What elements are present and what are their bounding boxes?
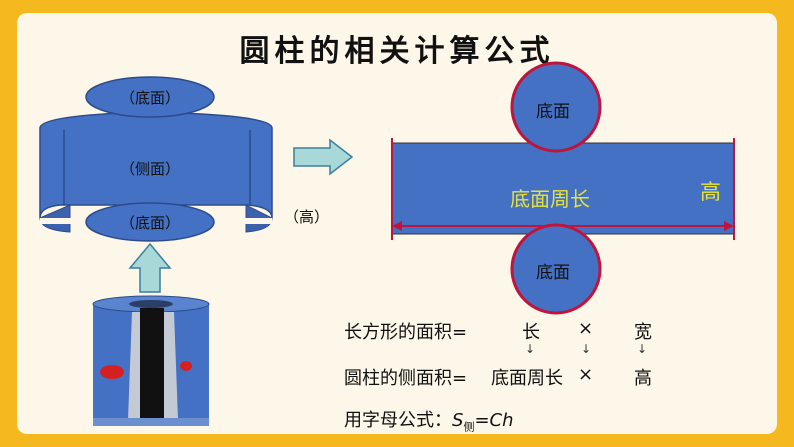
- down-arrow-icon: ↓: [581, 342, 592, 356]
- formula-side-subscript: 侧: [463, 420, 475, 434]
- letter-formula-label: 用字母公式：: [344, 410, 452, 431]
- right-arrow-icon: [293, 138, 354, 176]
- cylinder-top-label: （底面）: [119, 89, 180, 107]
- side-area-lhs: 圆柱的侧面积=: [344, 368, 468, 389]
- down-arrow-icon: ↓: [525, 342, 536, 356]
- cylinder-bottom-base: [85, 202, 215, 242]
- times-sign-2: ×: [578, 364, 594, 385]
- net-height-label: 高: [700, 180, 721, 204]
- net-top-circle: [510, 61, 602, 153]
- height-term: 高: [634, 368, 652, 389]
- rect-area-lhs: 长方形的面积=: [344, 322, 468, 343]
- net-top-circle-label: 底面: [536, 102, 570, 122]
- base-perimeter: 底面周长: [491, 368, 563, 389]
- formula-S: S: [452, 410, 464, 431]
- page-title: 圆柱的相关计算公式: [239, 34, 555, 69]
- net-side-rectangle: [391, 142, 735, 235]
- net-bottom-circle-label: 底面: [536, 263, 570, 283]
- rect-length: 长: [522, 322, 540, 343]
- down-arrow-icon: ↓: [637, 342, 648, 356]
- cylinder-photo-illustration: [92, 295, 210, 426]
- net-bottom-circle: [510, 223, 602, 315]
- cylinder-height-label: （高）: [284, 208, 330, 226]
- formula-equals-Ch: =Ch: [474, 410, 514, 431]
- cylinder-side-label: （侧面）: [119, 160, 180, 178]
- cylinder-top-base: [85, 76, 215, 118]
- rect-width: 宽: [634, 322, 652, 343]
- cylinder-bottom-label: （底面）: [119, 214, 180, 232]
- up-arrow-icon: [128, 242, 172, 293]
- times-sign-1: ×: [578, 318, 594, 339]
- letter-formula: 用字母公式：S侧=Ch: [344, 406, 514, 435]
- net-rect-label: 底面周长: [510, 187, 590, 211]
